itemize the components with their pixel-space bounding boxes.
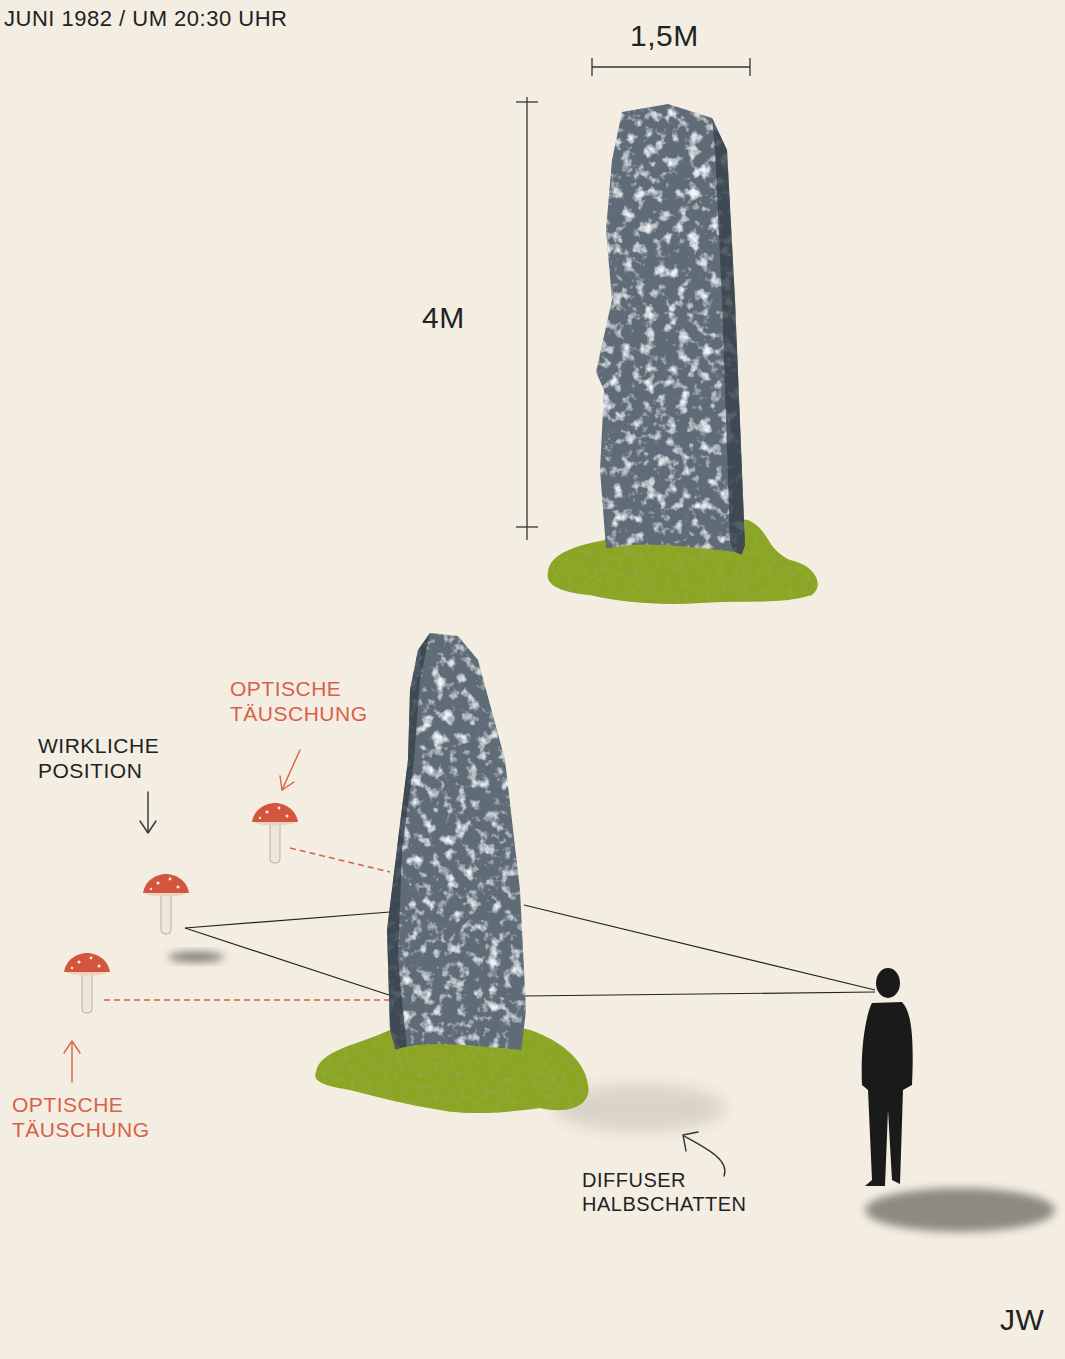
sight-line <box>524 905 875 990</box>
arrow-head <box>280 776 294 790</box>
person-silhouette <box>862 1002 913 1186</box>
dimension-label: 4M <box>422 300 465 336</box>
standing-stone <box>387 633 526 1066</box>
callout-arrows <box>64 750 300 1082</box>
callout-arrows <box>140 792 725 1176</box>
dimension-tick <box>516 526 538 527</box>
dimension-tick <box>749 58 750 76</box>
person-shadow <box>865 1188 1055 1232</box>
moss <box>593 545 757 599</box>
person-head <box>876 968 900 998</box>
dashed-line <box>290 848 390 872</box>
stone-shade <box>387 633 430 1066</box>
sight-lines <box>185 905 875 997</box>
illusion-lines <box>104 848 400 1000</box>
mushroom-real <box>143 874 189 934</box>
callout-arrow <box>684 1136 725 1176</box>
arrow-head <box>140 821 156 833</box>
dimension-tick <box>516 101 538 102</box>
dimension-tick <box>591 58 592 76</box>
callout-note: OPTISCHE TÄUSCHUNG <box>12 1092 157 1142</box>
mushroom-illusion <box>252 803 298 863</box>
sight-line <box>524 992 875 996</box>
arrow-head <box>64 1041 80 1053</box>
height-dimension <box>526 97 527 540</box>
stone-shade <box>712 118 745 565</box>
dimension-label: 1,5M <box>630 18 699 54</box>
callout-arrow <box>147 792 148 832</box>
dashed-line <box>104 999 400 1001</box>
mushroom-illusion <box>64 953 110 1013</box>
sight-line <box>185 912 390 928</box>
width-dimension <box>592 66 750 67</box>
date-note: JUNI 1982 / UM 20:30 UHR <box>4 6 287 32</box>
callout-arrow <box>71 1042 72 1082</box>
callout-note: DIFFUSER HALBSCHATTEN <box>582 1168 767 1216</box>
sight-line <box>185 928 395 997</box>
callout-note: WIRKLICHE POSITION <box>38 733 173 783</box>
arrow-head <box>683 1132 698 1151</box>
callout-note: OPTISCHE TÄUSCHUNG <box>230 676 375 726</box>
standing-stone <box>596 104 745 565</box>
moss <box>388 1044 536 1097</box>
mushroom-shadow <box>168 952 224 962</box>
signature: JW <box>1000 1302 1044 1338</box>
